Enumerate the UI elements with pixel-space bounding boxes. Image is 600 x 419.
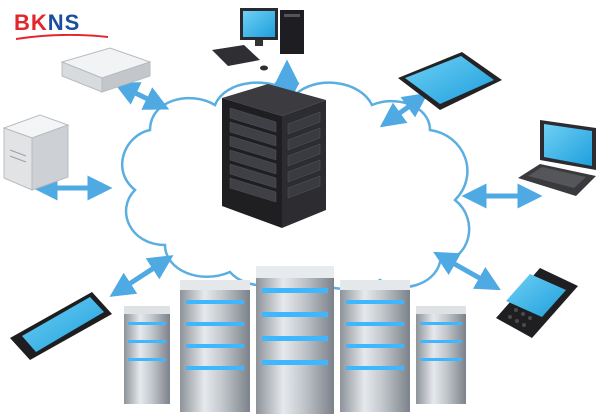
blackberry-phone-icon [496, 268, 578, 338]
logo-swoosh-icon [16, 34, 108, 40]
cluster-server-unit [180, 280, 250, 412]
server-cluster-icon [124, 266, 466, 414]
desktop-computer-icon [212, 8, 304, 71]
logo-text-ns: NS [47, 10, 81, 35]
cluster-server-unit [416, 306, 466, 404]
rack-server-icon [222, 84, 326, 228]
cluster-server-unit [256, 266, 334, 414]
bidirectional-arrow-icon [379, 92, 429, 128]
tower-server-icon [2, 114, 70, 191]
bidirectional-arrow-icon [433, 251, 501, 291]
laptop-icon [518, 120, 596, 196]
cluster-server-unit [340, 280, 410, 412]
bidirectional-arrow-icon [113, 82, 170, 110]
logo-text-bk: BK [14, 10, 48, 35]
bkns-logo: BKNS [14, 10, 108, 40]
tablet-icon [398, 52, 502, 110]
smartphone-icon [10, 292, 112, 360]
cluster-server-unit [124, 306, 170, 404]
bidirectional-arrow-icon [109, 255, 174, 297]
connection-arrows [32, 59, 543, 297]
flat-server-icon [60, 47, 152, 93]
